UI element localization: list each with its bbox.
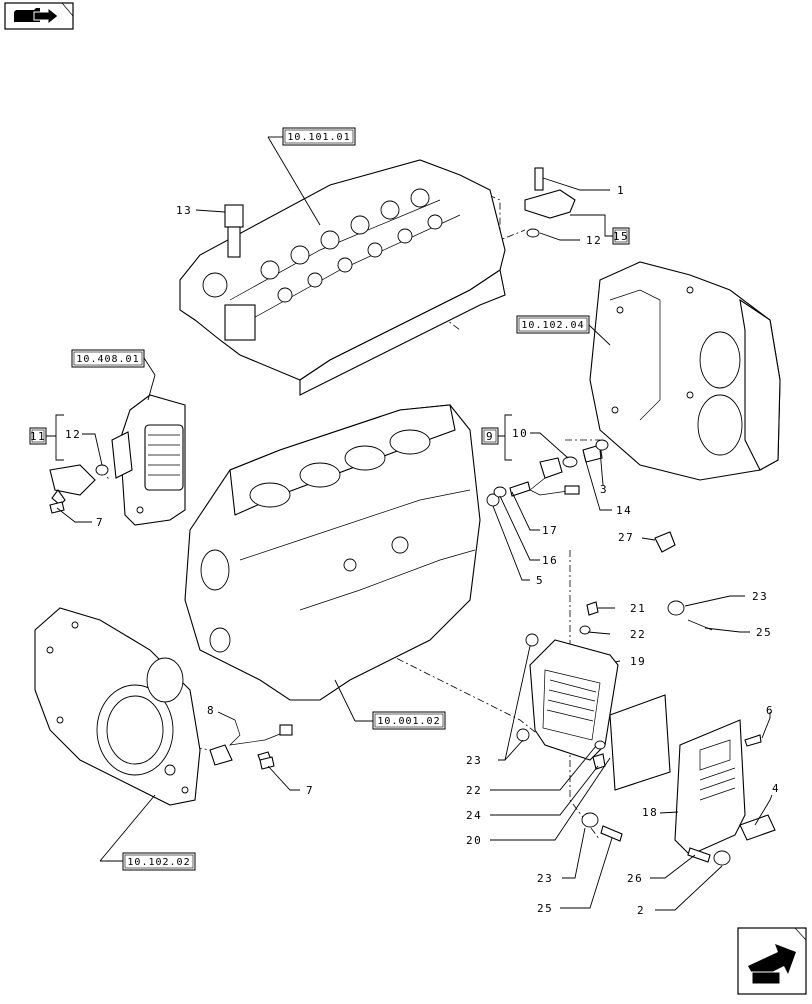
callout-23: 23 bbox=[537, 872, 553, 885]
reference-box-label: 10.102.04 bbox=[521, 320, 584, 331]
sensor-11-assembly bbox=[49, 464, 109, 506]
callout-20: 20 bbox=[466, 834, 482, 847]
callout-4: 4 bbox=[772, 782, 780, 795]
cover-4 bbox=[739, 814, 776, 841]
callout-3: 3 bbox=[600, 483, 608, 496]
reference-box-engine-head[interactable]: 10.101.01 bbox=[282, 127, 356, 146]
callout-13: 13 bbox=[176, 204, 192, 217]
sensor-9-assembly bbox=[486, 439, 609, 507]
callout-25: 25 bbox=[537, 902, 553, 915]
callout-21: 21 bbox=[630, 602, 646, 615]
pressure-sensor-assembly bbox=[524, 167, 576, 238]
reference-box-front-cover[interactable]: 10.102.02 bbox=[122, 852, 196, 871]
book-with-arrow-icon[interactable] bbox=[4, 2, 74, 30]
kit-box-label: 11 bbox=[30, 430, 46, 443]
callout-2: 2 bbox=[637, 904, 645, 917]
flywheel-housing bbox=[589, 261, 781, 481]
kit-box-9[interactable]: 9 bbox=[481, 414, 512, 461]
callout-22: 22 bbox=[466, 784, 482, 797]
kit-box-15[interactable]: 15 bbox=[570, 214, 630, 245]
clip-27 bbox=[654, 531, 676, 553]
callout-18: 18 bbox=[642, 806, 658, 819]
callout-22: 22 bbox=[630, 628, 646, 641]
kit-box-11[interactable]: 11 bbox=[29, 414, 64, 461]
callout-19: 19 bbox=[630, 655, 646, 668]
cylinder-head bbox=[179, 159, 506, 396]
reference-box-flywheel-housing[interactable]: 10.102.04 bbox=[516, 315, 590, 334]
reference-box-label: 10.101.01 bbox=[287, 132, 350, 143]
ecu-bracket-19 bbox=[516, 633, 619, 770]
callout-leaders bbox=[56, 177, 773, 911]
callout-23: 23 bbox=[466, 754, 482, 767]
callout-1: 1 bbox=[617, 184, 625, 197]
oil-cooler bbox=[111, 394, 186, 526]
reference-box-label: 10.102.02 bbox=[127, 857, 190, 868]
callout-6: 6 bbox=[766, 704, 774, 717]
callout-26: 26 bbox=[627, 872, 643, 885]
reference-leaders bbox=[99, 136, 611, 862]
front-gear-cover bbox=[34, 607, 201, 806]
callout-27: 27 bbox=[618, 531, 634, 544]
reference-box-label: 10.001.02 bbox=[377, 716, 440, 727]
engine-block bbox=[184, 404, 481, 701]
callout-12: 12 bbox=[65, 428, 81, 441]
ecu-gasket bbox=[609, 694, 671, 791]
callout-25: 25 bbox=[756, 626, 772, 639]
reference-box-label: 10.408.01 bbox=[76, 354, 139, 365]
callout-17: 17 bbox=[542, 524, 558, 537]
reference-box-oil-cooler[interactable]: 10.408.01 bbox=[71, 349, 145, 368]
kit-box-label: 9 bbox=[486, 430, 494, 443]
crank-sensor-8 bbox=[209, 719, 293, 766]
callout-23: 23 bbox=[752, 590, 768, 603]
callout-5: 5 bbox=[536, 574, 544, 587]
next-page-arrow-icon[interactable] bbox=[737, 927, 807, 995]
callout-24: 24 bbox=[466, 809, 482, 822]
ecu-module-18 bbox=[674, 719, 746, 856]
callout-10: 10 bbox=[512, 427, 528, 440]
callout-labels: 1 12 13 12 7 10 3 14 17 16 5 27 23 21 25… bbox=[65, 184, 780, 917]
callout-7: 7 bbox=[96, 516, 104, 529]
callout-7: 7 bbox=[306, 784, 314, 797]
callout-12: 12 bbox=[586, 234, 602, 247]
callout-8: 8 bbox=[207, 704, 215, 717]
kit-box-label: 15 bbox=[613, 230, 629, 243]
reference-box-engine-block[interactable]: 10.001.02 bbox=[372, 711, 446, 730]
callout-14: 14 bbox=[616, 504, 632, 517]
callout-16: 16 bbox=[542, 554, 558, 567]
temperature-sensor-13 bbox=[224, 204, 244, 258]
